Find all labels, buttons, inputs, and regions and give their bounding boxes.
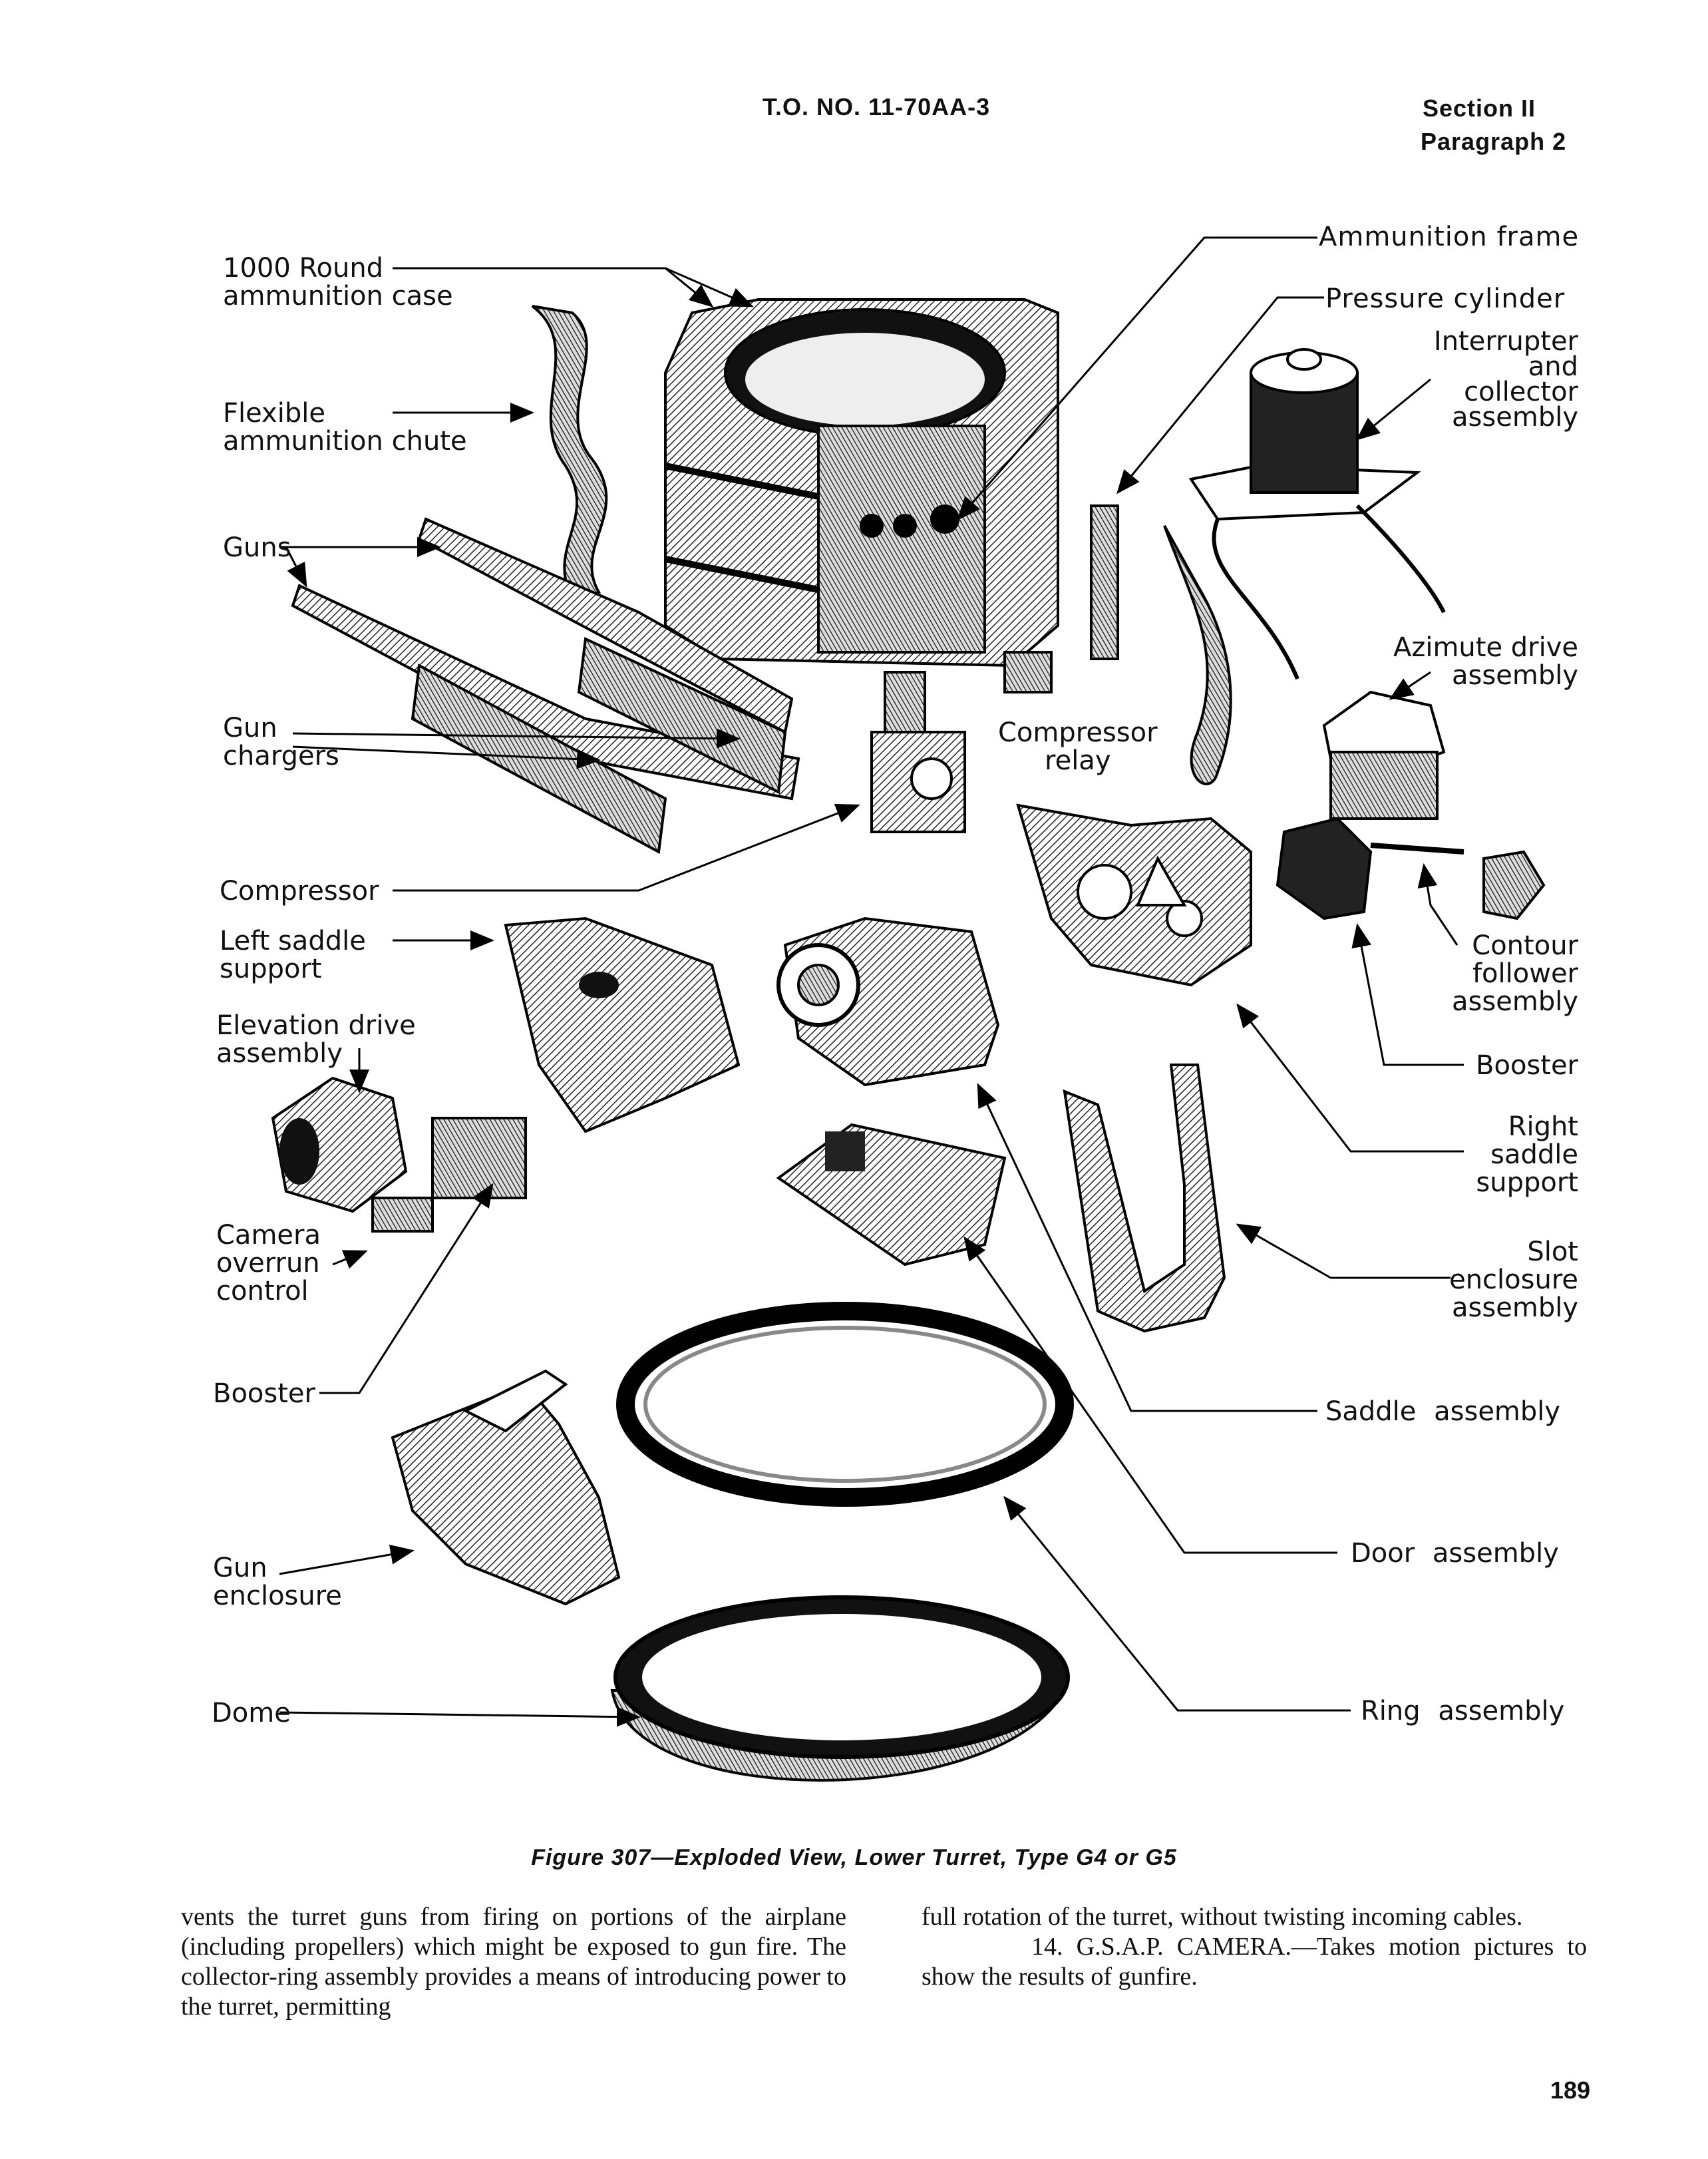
label-flexible-chute-line1: Flexible <box>223 398 325 429</box>
label-flexible-chute-line2: ammunition chute <box>223 426 467 457</box>
left-saddle-support-part <box>504 916 741 1133</box>
label-door-assembly: Door assembly <box>1351 1538 1559 1569</box>
door-assembly-part <box>776 1123 1007 1267</box>
label-contour-line2: follower <box>1472 958 1578 989</box>
label-gun-enclosure: Gun enclosure <box>213 1554 342 1610</box>
guns-part <box>291 517 800 855</box>
ammunition-case-part <box>664 298 1059 668</box>
label-camera-overrun-line2: overrun <box>216 1248 320 1278</box>
label-elevation-drive-line1: Elevation drive <box>216 1010 416 1041</box>
label-compressor-relay: Compressor relay <box>998 719 1158 775</box>
compressor-part <box>870 671 966 833</box>
body-left-paragraph: vents the turret guns from firing on por… <box>181 1903 846 2021</box>
label-saddle-assembly: Saddle assembly <box>1325 1396 1561 1427</box>
label-elevation-drive-line2: assembly <box>216 1038 343 1069</box>
label-ammo-case-line1: 1000 Round <box>223 253 384 284</box>
label-gun-chargers-line2: chargers <box>223 741 339 771</box>
label-right-saddle-support: Right saddle support <box>1476 1113 1578 1197</box>
flexible-chute-part <box>531 305 608 601</box>
gun-enclosure-part <box>391 1369 621 1606</box>
label-right-saddle-line1: Right <box>1508 1111 1578 1142</box>
label-pressure-cylinder: Pressure cylinder <box>1325 284 1566 314</box>
figure-caption: Figure 307—Exploded View, Lower Turret, … <box>531 1845 1177 1870</box>
label-gun-enclosure-line2: enclosure <box>213 1581 342 1611</box>
label-ring-assembly: Ring assembly <box>1361 1696 1565 1726</box>
label-azimuth-line1: Azimute drive <box>1393 632 1578 663</box>
pressure-cylinder-part <box>1090 504 1119 660</box>
label-booster-right: Booster <box>1476 1050 1578 1081</box>
label-left-saddle-line2: support <box>220 954 322 984</box>
label-elevation-drive: Elevation drive assembly <box>216 1012 416 1068</box>
elevation-drive-part <box>271 1076 527 1213</box>
saddle-assembly-part <box>776 916 1000 1087</box>
camera-overrun-part <box>371 1197 434 1233</box>
label-camera-overrun: Camera overrun control <box>216 1221 321 1305</box>
label-right-saddle-line2: saddle <box>1490 1139 1578 1170</box>
label-ammo-case: 1000 Round ammunition case <box>223 254 453 310</box>
label-interrupter-line1: Interrupter <box>1433 326 1578 357</box>
interrupter-part <box>1188 348 1446 680</box>
page-number: 189 <box>1550 2076 1590 2104</box>
label-interrupter-line2: and <box>1528 351 1578 382</box>
label-ammo-case-line2: ammunition case <box>223 281 453 311</box>
label-flexible-chute: Flexible ammunition chute <box>223 399 467 455</box>
label-left-saddle-line1: Left saddle <box>220 926 366 956</box>
label-azimuth-line2: assembly <box>1452 660 1578 691</box>
booster-right-part <box>1276 817 1373 920</box>
label-interrupter-line3: collector <box>1464 377 1578 407</box>
label-interrupter-line4: assembly <box>1452 402 1578 433</box>
exploded-turret-diagram <box>271 236 1546 1782</box>
azimuth-drive-part <box>1322 690 1446 820</box>
label-ammunition-frame: Ammunition frame <box>1319 222 1580 252</box>
dome-part <box>610 1595 1070 1782</box>
label-interrupter: Interrupter and collector assembly <box>1433 326 1578 433</box>
label-camera-overrun-line1: Camera <box>216 1220 321 1251</box>
label-slot-enclosure-line2: enclosure <box>1449 1265 1578 1295</box>
label-left-saddle-support: Left saddle support <box>220 927 366 983</box>
label-slot-enclosure-line1: Slot <box>1527 1237 1578 1267</box>
flexible-chute-right-part <box>1163 525 1232 785</box>
label-camera-overrun-line3: control <box>216 1276 309 1306</box>
ring-assembly-part <box>616 1302 1074 1507</box>
label-contour-line1: Contour <box>1472 930 1578 961</box>
label-gun-chargers: Gun chargers <box>223 714 339 770</box>
right-saddle-support-part <box>1016 803 1252 987</box>
label-compressor-relay-line1: Compressor <box>998 717 1158 748</box>
body-column-left: vents the turret guns from firing on por… <box>181 1902 846 2022</box>
label-guns: Guns <box>223 532 291 563</box>
section-label: Section II <box>1423 95 1536 122</box>
label-contour-line3: assembly <box>1452 986 1578 1017</box>
label-compressor: Compressor <box>220 876 379 906</box>
label-right-saddle-line3: support <box>1476 1167 1578 1198</box>
body-column-right: full rotation of the turret, without twi… <box>922 1902 1587 1992</box>
body-right-paragraph-2: 14. G.S.A.P. CAMERA.—Takes motion pictur… <box>922 1933 1587 1991</box>
label-booster-left: Booster <box>213 1378 315 1409</box>
doc-number: T.O. NO. 11-70AA-3 <box>763 93 991 120</box>
label-slot-enclosure-line3: assembly <box>1452 1292 1578 1323</box>
label-gun-enclosure-line1: Gun <box>213 1553 267 1583</box>
paragraph-label: Paragraph 2 <box>1421 128 1567 155</box>
label-contour-follower: Contour follower assembly <box>1452 932 1578 1016</box>
label-compressor-relay-line2: relay <box>1045 745 1111 776</box>
contour-follower-part <box>1370 843 1546 920</box>
body-right-paragraph-1: full rotation of the turret, without twi… <box>922 1903 1523 1931</box>
slot-enclosure-part <box>1063 1064 1226 1333</box>
leader-lines <box>279 236 1464 1727</box>
label-slot-enclosure: Slot enclosure assembly <box>1449 1238 1578 1322</box>
label-azimuth-drive: Azimute drive assembly <box>1393 634 1578 689</box>
label-gun-chargers-line1: Gun <box>223 713 277 743</box>
label-dome: Dome <box>212 1698 291 1728</box>
compressor-relay-part <box>1003 651 1053 693</box>
